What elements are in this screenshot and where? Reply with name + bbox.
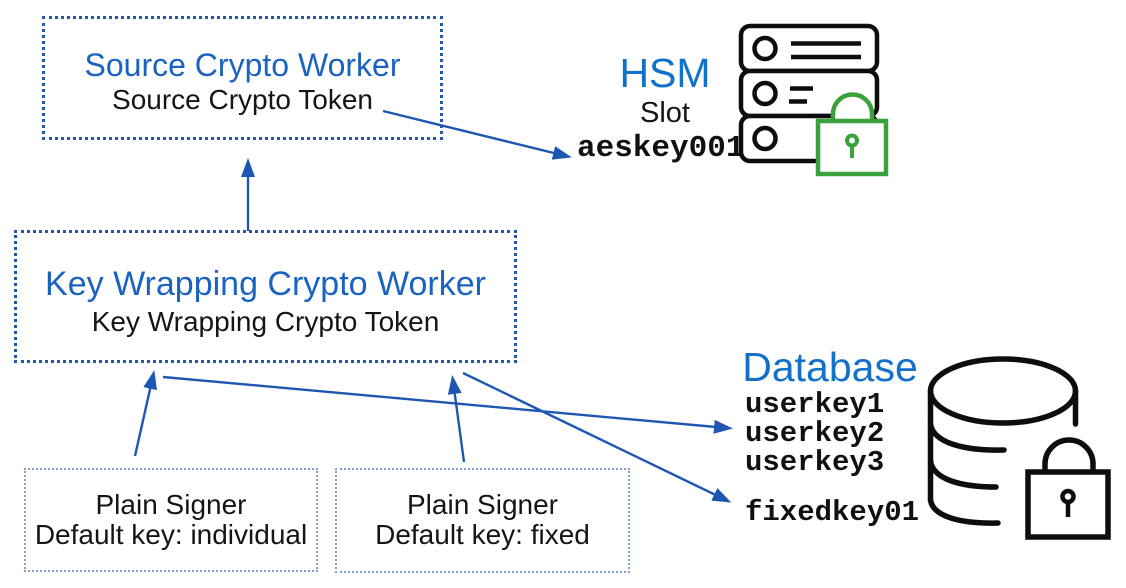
arrow-signer-fixed-to-keywrap [447, 375, 466, 463]
plain-signer-individual-title: Plain Signer [95, 489, 247, 520]
database-fixed-key: fixedkey01 [745, 496, 920, 529]
hsm-slot-label: Slot [640, 97, 690, 129]
database-title: Database [742, 344, 918, 390]
hsm-title: HSM [619, 50, 711, 96]
green-padlock-icon [815, 92, 889, 177]
server-rack-icon [738, 23, 880, 164]
source-crypto-token-label: Source Crypto Token [112, 84, 373, 115]
plain-signer-individual-box: Plain Signer Default key: individual [24, 468, 318, 572]
database-cylinder-icon [927, 356, 1079, 526]
database-userkey1: userkey1 [745, 388, 885, 421]
source-crypto-worker-box: Source Crypto Worker Source Crypto Token [42, 16, 443, 140]
arrow-signer-individual-to-keywrap [133, 370, 157, 457]
arrow-keywrap-to-userkeys [162, 375, 733, 434]
database-userkey2: userkey2 [745, 417, 885, 450]
source-worker-title: Source Crypto Worker [84, 47, 401, 83]
key-wrapping-worker-title: Key Wrapping Crypto Worker [45, 265, 486, 303]
hsm-key-name: aeskey001 [577, 131, 745, 166]
plain-signer-individual-default-key: Default key: individual [34, 519, 308, 550]
plain-signer-fixed-box: Plain Signer Default key: fixed [335, 468, 630, 573]
plain-signer-fixed-title: Plain Signer [407, 489, 558, 520]
database-user-keys: userkey1 userkey2 userkey3 [745, 390, 884, 477]
database-userkey3: userkey3 [745, 446, 885, 479]
padlock-icon [1025, 437, 1111, 540]
key-wrapping-crypto-worker-box: Key Wrapping Crypto Worker Key Wrapping … [14, 230, 517, 363]
plain-signer-fixed-default-key: Default key: fixed [375, 519, 590, 550]
key-wrapping-token-label: Key Wrapping Crypto Token [91, 306, 440, 337]
